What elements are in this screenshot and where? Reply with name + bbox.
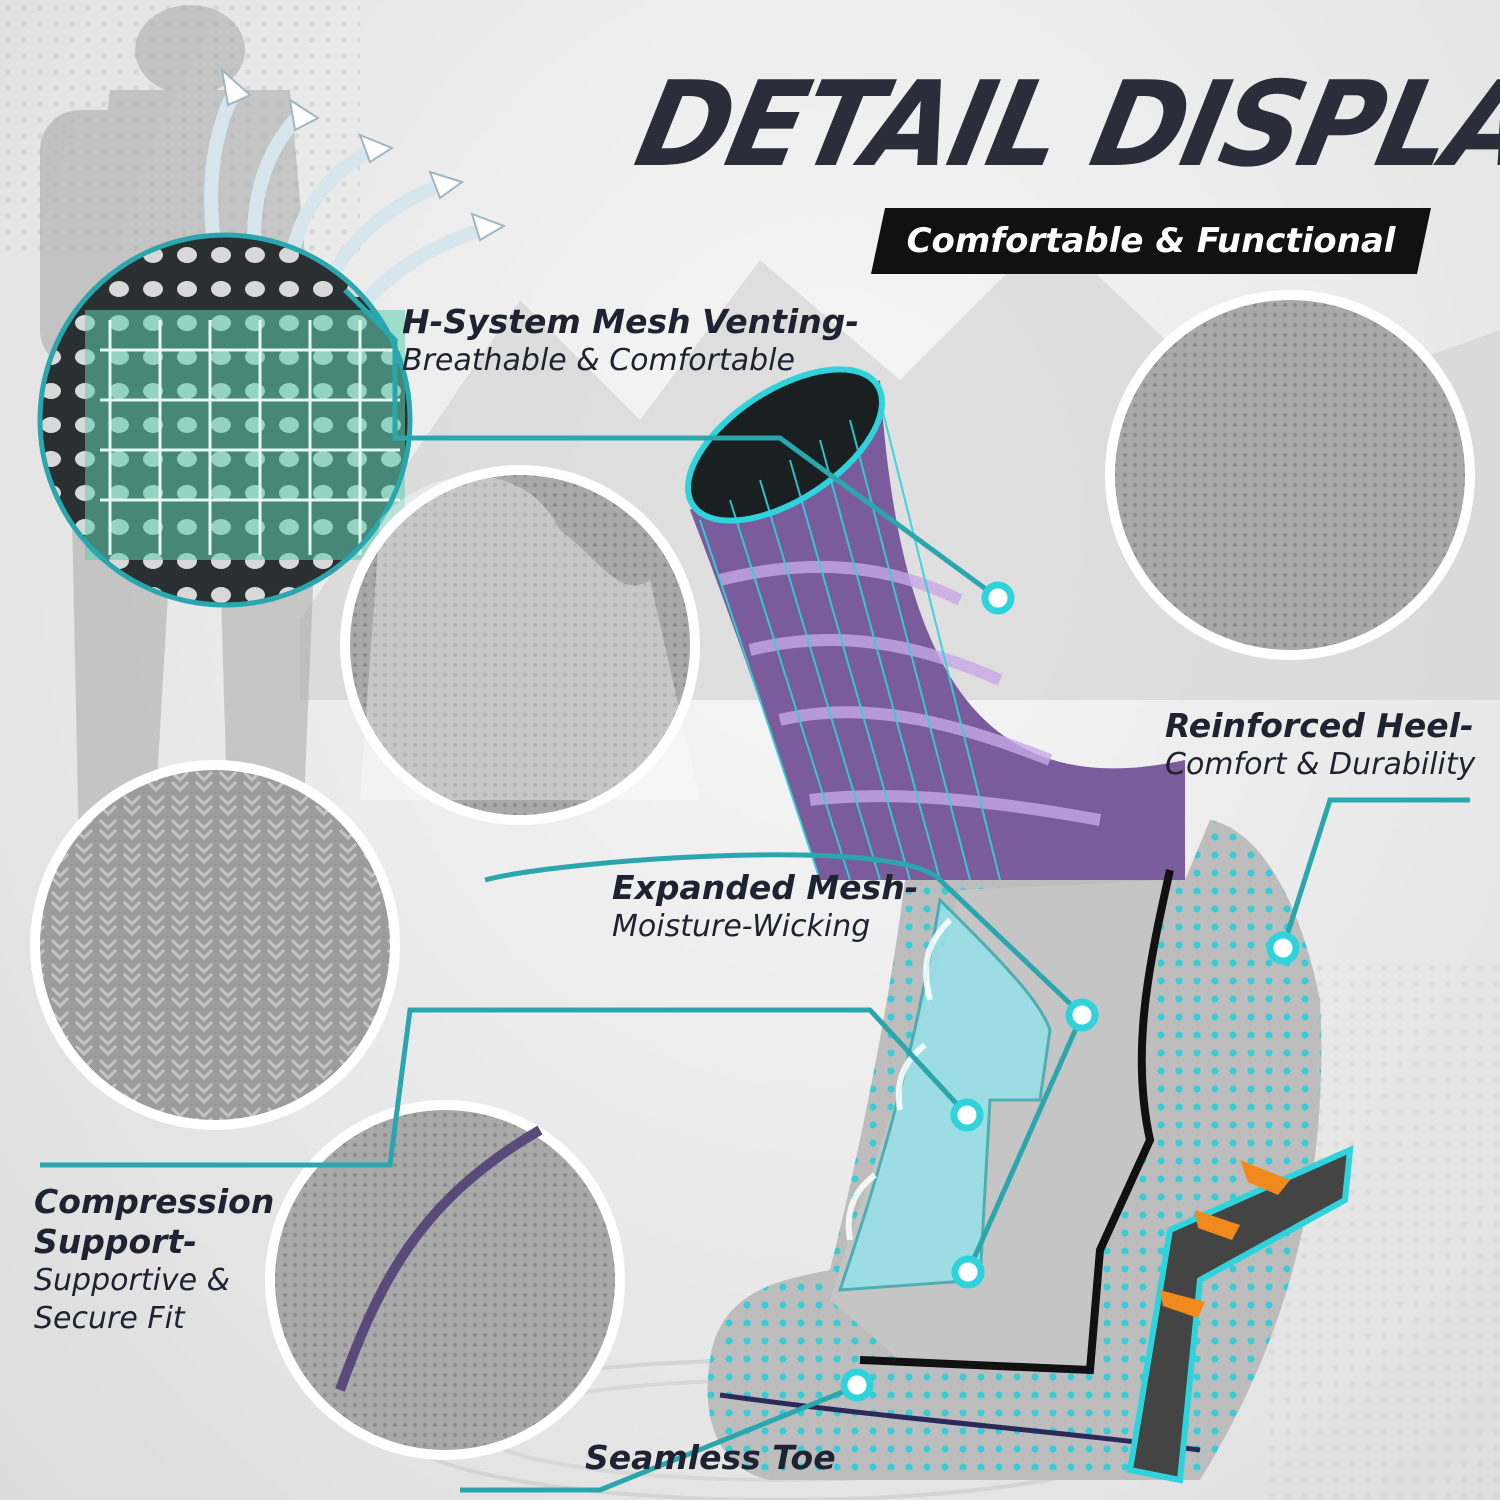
reinforced-heel-label: Reinforced Heel- Comfort & Durability [1165,706,1475,784]
cuff-detail [340,465,700,825]
compression-detail [265,1100,625,1460]
mesh-venting-heading: H-System Mesh Venting- [402,302,860,341]
heel-detail [1105,290,1475,660]
expanded-mesh-dot [1065,998,1099,1032]
page-title: DETAIL DISPLAY [625,56,1500,194]
mesh-venting-dot [981,581,1015,615]
seamless-toe-heading: Seamless Toe [585,1438,836,1477]
heel-leader [1280,797,1470,949]
mesh-venting-detail [37,232,413,608]
expanded-mesh-heading: Expanded Mesh- [612,868,919,907]
mesh-venting-sub: Breathable & Comfortable [402,343,795,378]
compression-heading-2: Support- [34,1222,197,1261]
expanded-mesh-sub: Moisture-Wicking [612,909,871,944]
rib-detail [30,760,400,1130]
toe-leader [460,1382,861,1493]
toe-dot [840,1368,874,1402]
reinforced-heel-heading: Reinforced Heel- [1165,706,1474,745]
subtitle: Comfortable & Functional [906,221,1396,261]
seamless-toe-label: Seamless Toe [585,1438,836,1478]
compression-leader-2 [965,1013,1085,1274]
compression-sub-2: Secure Fit [34,1301,185,1336]
reinforced-heel-sub: Comfort & Durability [1165,747,1476,782]
heel-dot [1266,931,1300,965]
compression-leader [40,1007,969,1168]
compression-heading-1: Compression [34,1182,275,1221]
mesh-venting-label: H-System Mesh Venting- Breathable & Comf… [402,302,859,380]
compression-sub-1: Supportive & [34,1263,231,1298]
expanded-mesh-leader [484,852,1084,1017]
mesh-venting-leader [343,288,1000,601]
compression-dot-2 [951,1255,985,1289]
compression-label: Compression Support- Supportive & Secure… [34,1182,274,1338]
expanded-mesh-label: Expanded Mesh- Moisture-Wicking [612,868,918,946]
compression-dot [950,1098,984,1132]
